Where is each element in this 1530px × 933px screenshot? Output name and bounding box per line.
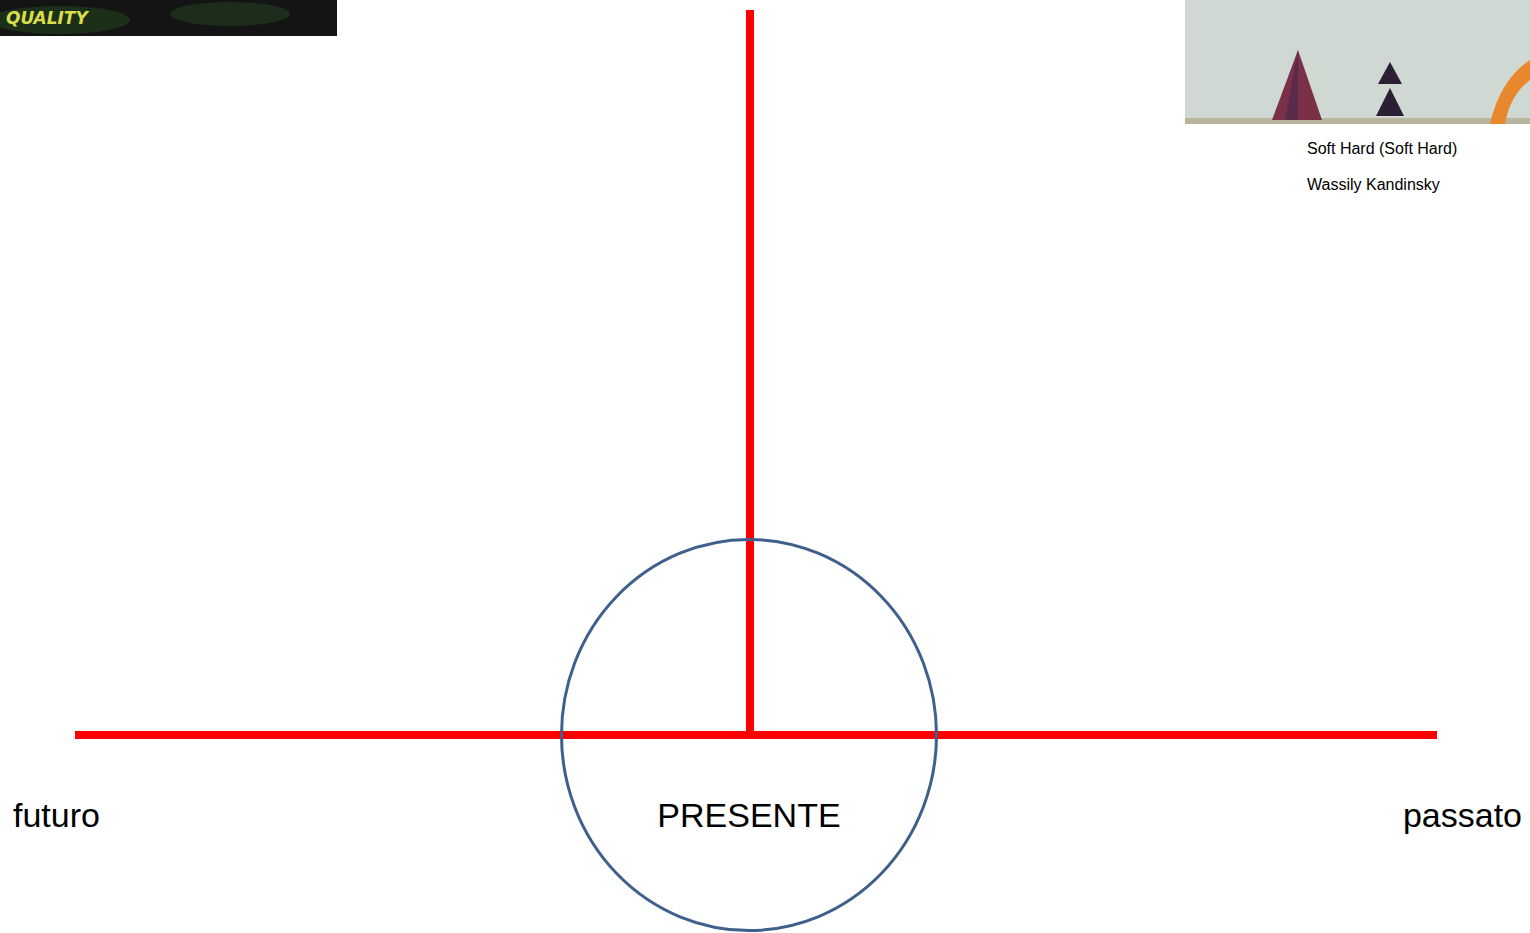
- photo-glow: [0, 6, 130, 34]
- painting-title: Soft Hard (Soft Hard): [1307, 139, 1457, 158]
- axis-label: futuro: [13, 795, 100, 836]
- painting-triangle: [1376, 88, 1404, 116]
- photo-text: QUALITY: [6, 8, 88, 28]
- painting-edge: [1185, 118, 1530, 124]
- painting-artist: Wassily Kandinsky: [1307, 175, 1440, 194]
- circle-outline: [562, 540, 937, 931]
- node-text: PRESENTE: [560, 795, 938, 836]
- painting-curve: [1490, 60, 1530, 124]
- painting-triangle: [1272, 50, 1322, 120]
- painting-triangle: [1378, 62, 1402, 84]
- circle-outline: [560, 538, 938, 932]
- present-circle: PRESENTE: [560, 538, 938, 932]
- axis-label: passato: [1403, 795, 1522, 836]
- painting-crop: [1185, 0, 1530, 124]
- time-axis: [75, 731, 1437, 739]
- photo-glow: [170, 2, 290, 26]
- painting-triangle: [1285, 50, 1298, 120]
- vertical-axis: [746, 10, 754, 731]
